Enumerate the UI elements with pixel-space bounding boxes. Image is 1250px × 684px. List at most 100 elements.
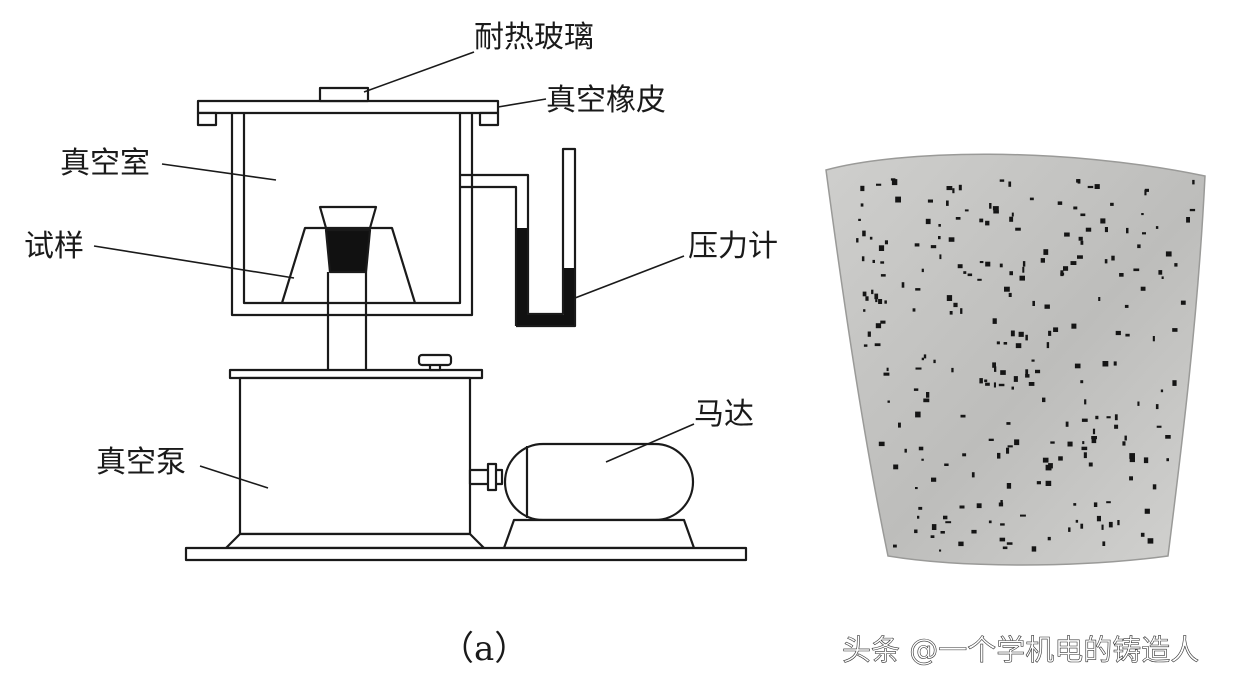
pore bbox=[880, 274, 886, 277]
sample-block bbox=[825, 153, 1206, 566]
pore bbox=[1043, 249, 1049, 255]
pore bbox=[993, 210, 999, 214]
pump-knob bbox=[417, 353, 453, 367]
pore bbox=[1006, 483, 1012, 489]
pore bbox=[1031, 359, 1035, 362]
watermark: 头条 @一个学机电的铸造人 bbox=[842, 633, 1199, 667]
pore bbox=[964, 209, 969, 212]
label-pump: 真空泵 bbox=[96, 445, 186, 480]
pore bbox=[926, 392, 930, 398]
leader-chamber bbox=[161, 163, 277, 181]
pore bbox=[884, 240, 888, 245]
pore bbox=[1060, 272, 1065, 276]
pore bbox=[955, 217, 961, 220]
pore bbox=[1152, 484, 1157, 490]
pore bbox=[1111, 255, 1115, 261]
pore bbox=[878, 299, 883, 304]
pore bbox=[939, 549, 942, 552]
pump-base bbox=[224, 532, 486, 550]
pore bbox=[861, 256, 865, 262]
pressure-gauge bbox=[516, 147, 577, 328]
pore bbox=[1053, 327, 1059, 332]
pore bbox=[1008, 181, 1012, 187]
pore bbox=[1144, 188, 1149, 192]
pore bbox=[985, 382, 990, 386]
pore bbox=[1065, 421, 1069, 427]
pore bbox=[1125, 333, 1130, 337]
pore bbox=[1067, 441, 1073, 447]
pore bbox=[1092, 428, 1096, 435]
gauge-pipe bbox=[460, 173, 530, 326]
pore bbox=[992, 362, 996, 368]
pore bbox=[918, 506, 923, 510]
pore bbox=[1081, 446, 1088, 451]
pore bbox=[949, 311, 953, 315]
lid-plate bbox=[196, 99, 500, 115]
pore bbox=[893, 544, 897, 548]
pore bbox=[1091, 437, 1097, 444]
pore bbox=[904, 448, 907, 453]
pore bbox=[1186, 217, 1190, 223]
pore bbox=[1141, 213, 1144, 216]
leader-pump bbox=[199, 465, 269, 489]
pore bbox=[1158, 270, 1163, 275]
pore bbox=[1166, 458, 1169, 462]
pore bbox=[917, 515, 920, 519]
pore bbox=[1011, 386, 1014, 390]
pore bbox=[1124, 435, 1127, 441]
pore bbox=[1071, 323, 1077, 329]
pore bbox=[1020, 514, 1026, 517]
pore bbox=[1025, 369, 1029, 375]
motor-body bbox=[503, 442, 695, 522]
pore bbox=[1114, 414, 1118, 421]
pore bbox=[898, 422, 901, 428]
pore bbox=[1155, 404, 1159, 410]
pore bbox=[1117, 520, 1120, 526]
pore bbox=[921, 268, 924, 273]
pore bbox=[865, 296, 869, 301]
pore bbox=[1068, 527, 1071, 532]
pore bbox=[992, 318, 997, 324]
pore bbox=[979, 261, 984, 264]
pore bbox=[940, 531, 945, 534]
pore bbox=[1080, 240, 1084, 245]
pore bbox=[1155, 226, 1159, 229]
pore bbox=[960, 308, 963, 314]
pore bbox=[1009, 216, 1014, 222]
pore bbox=[1101, 524, 1104, 530]
pore bbox=[1032, 300, 1035, 306]
pore bbox=[931, 477, 937, 482]
pore bbox=[1129, 476, 1133, 481]
pore bbox=[992, 206, 999, 211]
pore bbox=[927, 199, 933, 203]
leader-glass bbox=[363, 51, 475, 93]
pore bbox=[1080, 380, 1084, 384]
pore bbox=[1133, 268, 1140, 272]
pore bbox=[962, 453, 967, 457]
pore bbox=[1129, 453, 1135, 459]
pore bbox=[860, 185, 865, 192]
leader-gauge bbox=[574, 255, 685, 299]
pore bbox=[1018, 331, 1024, 337]
label-gauge: 压力计 bbox=[688, 229, 778, 264]
pore bbox=[1144, 508, 1150, 514]
pore bbox=[1115, 330, 1121, 336]
pore bbox=[1014, 439, 1020, 446]
pore bbox=[921, 357, 924, 361]
pore bbox=[1088, 462, 1093, 467]
pore bbox=[862, 230, 866, 237]
pore bbox=[930, 535, 935, 538]
caption: （a） bbox=[440, 629, 528, 669]
pore bbox=[1160, 389, 1164, 393]
pore bbox=[1165, 251, 1172, 257]
pore bbox=[872, 259, 875, 263]
pore bbox=[1104, 227, 1108, 233]
pore bbox=[960, 414, 966, 418]
pore bbox=[1172, 380, 1177, 386]
pore bbox=[1022, 261, 1026, 267]
pore bbox=[893, 464, 899, 470]
pore bbox=[1156, 425, 1162, 428]
pore bbox=[1076, 179, 1080, 183]
pore bbox=[943, 515, 948, 520]
